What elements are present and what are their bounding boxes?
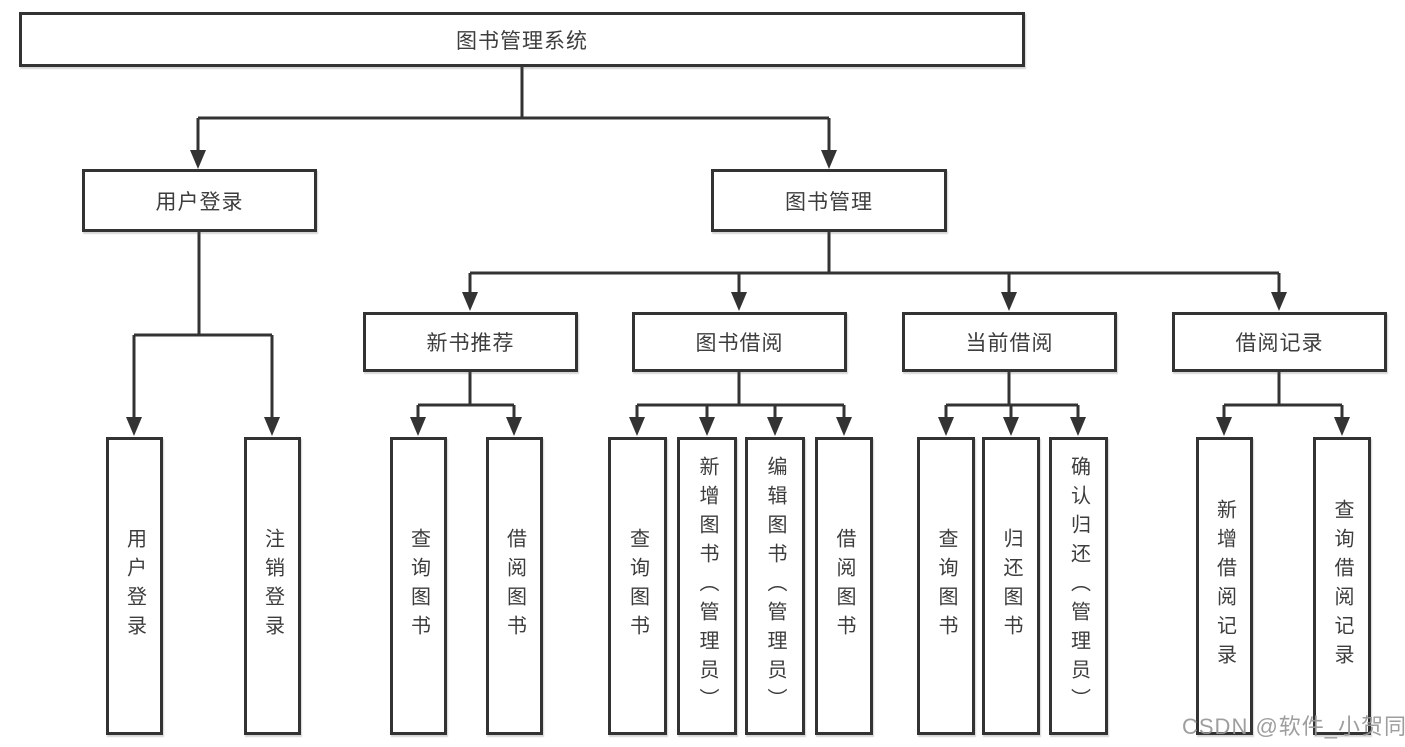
- node-nbr-borrow-books-label: 借阅图书: [503, 528, 526, 644]
- node-nbr-query-books-label: 查询图书: [407, 528, 430, 644]
- node-new-book-recommend: 新书推荐: [363, 312, 578, 372]
- node-bb-borrow-books-label: 借阅图书: [833, 528, 855, 644]
- node-cb-return-books: 归还图书: [982, 437, 1040, 735]
- node-bb-borrow-books: 借阅图书: [815, 437, 873, 735]
- node-bb-edit-books: 编辑图书（管理员）: [745, 437, 805, 735]
- node-cb-return-books-label: 归还图书: [1000, 528, 1022, 644]
- node-bb-add-books-label: 新增图书（管理员）: [696, 455, 718, 717]
- node-br-add-record: 新增借阅记录: [1196, 437, 1253, 735]
- node-bb-edit-books-label: 编辑图书（管理员）: [764, 455, 786, 717]
- node-bb-add-books: 新增图书（管理员）: [677, 437, 737, 735]
- node-bb-query-books-label: 查询图书: [626, 528, 649, 644]
- node-user-login-group: 用户登录: [82, 169, 317, 232]
- node-logout-login-label: 注销登录: [261, 528, 284, 644]
- connector-lines: [132, 67, 1344, 422]
- node-current-borrowing: 当前借阅: [902, 312, 1117, 372]
- node-logout-login: 注销登录: [244, 437, 301, 735]
- node-borrowing-records: 借阅记录: [1172, 312, 1387, 372]
- connector-arrowheads: [126, 150, 1350, 436]
- csdn-watermark: CSDN @软件_小贺同学: [1182, 714, 1405, 739]
- node-br-add-record-label: 新增借阅记录: [1213, 499, 1236, 673]
- node-user-login-label: 用户登录: [123, 528, 146, 644]
- node-br-query-record-label: 查询借阅记录: [1331, 499, 1353, 673]
- node-user-login: 用户登录: [106, 437, 163, 735]
- node-root-system: 图书管理系统: [19, 12, 1025, 67]
- node-cb-query-books: 查询图书: [917, 437, 975, 735]
- node-bb-query-books: 查询图书: [608, 437, 667, 735]
- node-book-borrowing: 图书借阅: [632, 312, 847, 372]
- node-nbr-borrow-books: 借阅图书: [486, 437, 543, 735]
- node-book-management: 图书管理: [711, 169, 947, 232]
- node-br-query-record: 查询借阅记录: [1313, 437, 1371, 735]
- node-cb-confirm-return: 确认归还（管理员）: [1049, 437, 1108, 735]
- node-cb-confirm-return-label: 确认归还（管理员）: [1067, 455, 1090, 717]
- node-nbr-query-books: 查询图书: [390, 437, 447, 735]
- node-cb-query-books-label: 查询图书: [935, 528, 957, 644]
